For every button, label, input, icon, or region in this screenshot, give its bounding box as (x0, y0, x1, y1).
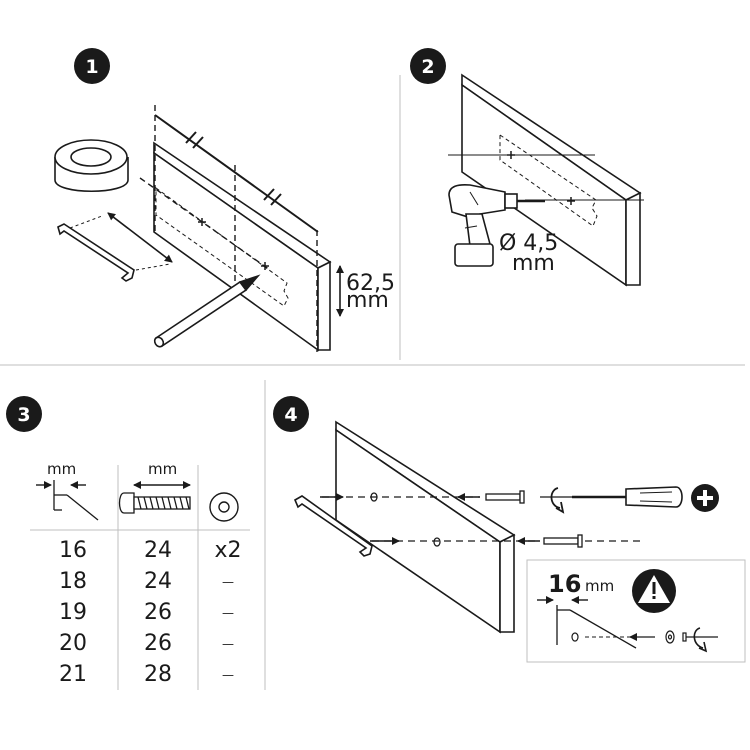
drill-icon (448, 183, 545, 267)
svg-text:24: 24 (144, 569, 172, 594)
screw-icon (118, 492, 191, 514)
rotate-arrow-icon (693, 627, 708, 653)
svg-text:21: 21 (59, 662, 87, 687)
warning-box: 16 mm (526, 559, 746, 663)
step-badge: 2 (410, 48, 446, 84)
step-1: 1 (54, 48, 395, 352)
step-3: 3 mm mm (6, 396, 250, 690)
step-number: 2 (421, 56, 434, 78)
washer-icon (665, 630, 675, 644)
drill-unit: mm (512, 251, 555, 276)
warning-icon (632, 569, 676, 613)
svg-text:—: — (222, 668, 234, 682)
table-row: 19 26 — (59, 600, 234, 625)
step-badge: 1 (74, 48, 110, 84)
step-number: 3 (17, 404, 30, 426)
svg-text:18: 18 (59, 569, 87, 594)
svg-text:26: 26 (144, 631, 172, 656)
step-number: 4 (284, 404, 297, 426)
svg-text:24: 24 (144, 538, 172, 563)
step-badge: 3 (6, 396, 42, 432)
panel-edge-icon (556, 605, 637, 649)
svg-text:—: — (222, 637, 234, 651)
drill-holes (571, 632, 579, 642)
svg-text:19: 19 (59, 600, 87, 625)
handle-span-arrow (107, 212, 173, 263)
pencil-icon (153, 274, 261, 348)
step-4: 4 (273, 396, 746, 663)
table-row: 16 24 x2 (59, 538, 242, 563)
panel-edge-icon (53, 480, 99, 521)
svg-text:28: 28 (144, 662, 172, 687)
guide-lines (139, 105, 318, 352)
handle-icon (293, 495, 373, 557)
plus-icon (691, 484, 719, 512)
svg-text:20: 20 (59, 631, 87, 656)
warning-unit: mm (585, 577, 614, 595)
svg-text:16: 16 (59, 538, 87, 563)
screw-header: mm (148, 460, 177, 478)
tape-icon (54, 139, 129, 192)
thickness-header: mm (47, 460, 76, 478)
screw-icon (485, 490, 525, 504)
table-row: 18 24 — (59, 569, 234, 594)
washer-icon (209, 492, 239, 522)
rotate-arrow-icon (540, 487, 572, 514)
svg-text:26: 26 (144, 600, 172, 625)
svg-text:x2: x2 (214, 538, 241, 563)
screwdriver-icon (572, 486, 683, 508)
table-row: 20 26 — (59, 631, 234, 656)
screw-icon (682, 632, 718, 642)
panel-board (335, 420, 516, 634)
center-marks (198, 218, 269, 270)
warning-value: 16 (548, 570, 581, 598)
panel-board (461, 73, 642, 287)
direction-arrows (320, 493, 540, 545)
step-2: 2 Ø 4,5 mm (410, 48, 644, 287)
screw-icon (543, 534, 583, 548)
svg-text:—: — (222, 575, 234, 589)
drill-diameter: Ø 4,5 (499, 231, 558, 256)
handle-icon (57, 223, 135, 282)
svg-text:—: — (222, 606, 234, 620)
panel-board (153, 141, 332, 352)
step-number: 1 (85, 56, 98, 78)
size-table: 16 24 x2 18 24 — 19 26 — 20 26 — 21 28 (59, 538, 242, 687)
table-grid (30, 465, 250, 690)
table-row: 21 28 — (59, 662, 234, 687)
step-badge: 4 (273, 396, 309, 432)
measure-line (154, 114, 319, 233)
dimension-value: 62,5 (346, 271, 395, 296)
panel-dividers (0, 75, 745, 690)
center-marks (507, 151, 575, 205)
dimension-unit: mm (346, 288, 389, 313)
